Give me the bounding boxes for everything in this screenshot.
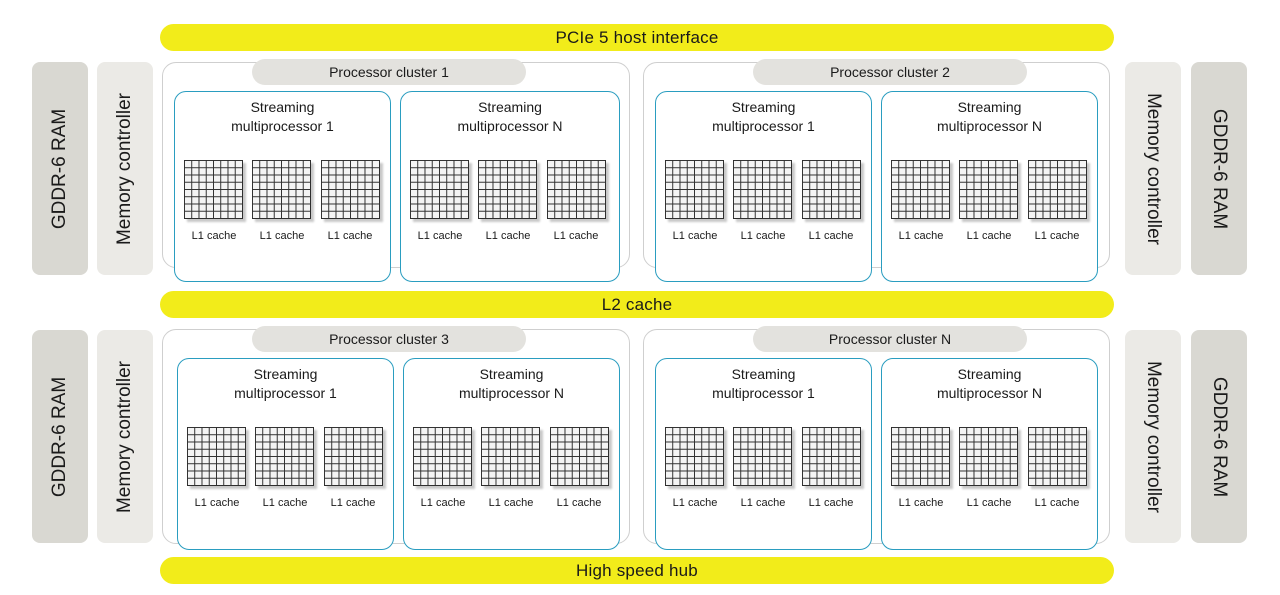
l1-cache-label: L1 cache xyxy=(1034,230,1080,242)
l1-cache-grid xyxy=(255,427,314,486)
cluster-title: Processor cluster 1 xyxy=(252,59,526,85)
l1-cache-label: L1 cache xyxy=(330,497,376,509)
l1-cache-grid xyxy=(802,160,861,219)
memory-controller-label: Memory controller xyxy=(1143,360,1165,513)
cluster-title: Processor cluster 2 xyxy=(753,59,1027,85)
l1-cache-label: L1 cache xyxy=(194,497,240,509)
pcie-host-interface-bus: PCIe 5 host interface xyxy=(160,24,1114,51)
sm-title: Streaming multiprocessor N xyxy=(936,99,1043,134)
memory-controller-bottom-right: Memory controller xyxy=(1125,330,1181,543)
l1-cache-grid xyxy=(959,160,1018,219)
memory-controller-label: Memory controller xyxy=(1143,92,1165,245)
gddr6-ram-top-right: GDDR-6 RAM xyxy=(1191,62,1247,275)
streaming-multiprocessor: Streaming multiprocessor 1 L1 cache L1 c… xyxy=(177,358,394,550)
l1-cache-grid xyxy=(184,160,243,219)
gddr6-ram-top-left: GDDR-6 RAM xyxy=(32,62,88,275)
l1-cache-grid xyxy=(252,160,311,219)
l1-cache-grid xyxy=(547,160,606,219)
l1-cache-grid xyxy=(413,427,472,486)
streaming-multiprocessor: Streaming multiprocessor N L1 cache L1 c… xyxy=(881,91,1098,282)
high-speed-hub-bus: High speed hub xyxy=(160,557,1114,584)
sm-title: Streaming multiprocessor N xyxy=(458,366,565,401)
l1-cache-label: L1 cache xyxy=(553,230,599,242)
gddr6-ram-label: GDDR-6 RAM xyxy=(1209,376,1230,497)
l1-cache-grid xyxy=(891,160,950,219)
streaming-multiprocessor: Streaming multiprocessor 1 L1 cache L1 c… xyxy=(655,358,872,550)
l1-cache-label: L1 cache xyxy=(191,230,237,242)
l1-cache-label: L1 cache xyxy=(262,497,308,509)
sm-title: Streaming multiprocessor 1 xyxy=(712,366,815,401)
memory-controller-top-right: Memory controller xyxy=(1125,62,1181,275)
memory-controller-label: Memory controller xyxy=(114,360,136,513)
sm-title: Streaming multiprocessor 1 xyxy=(712,99,815,134)
sm-title: Streaming multiprocessor 1 xyxy=(231,99,334,134)
l1-cache-grid xyxy=(891,427,950,486)
l1-cache-label: L1 cache xyxy=(898,230,944,242)
l1-cache-label: L1 cache xyxy=(485,230,531,242)
memory-controller-top-left: Memory controller xyxy=(97,62,153,275)
gddr6-ram-label: GDDR-6 RAM xyxy=(49,376,70,497)
l1-cache-grid xyxy=(959,427,1018,486)
streaming-multiprocessor: Streaming multiprocessor 1 L1 cache L1 c… xyxy=(174,91,391,282)
l1-cache-label: L1 cache xyxy=(672,497,718,509)
l1-cache-label: L1 cache xyxy=(966,497,1012,509)
l1-cache-grid xyxy=(481,427,540,486)
l2-cache-bus: L2 cache xyxy=(160,291,1114,318)
l1-cache-label: L1 cache xyxy=(488,497,534,509)
memory-controller-label: Memory controller xyxy=(114,92,136,245)
sm-title: Streaming multiprocessor N xyxy=(936,366,1043,401)
streaming-multiprocessor: Streaming multiprocessor N L1 cache L1 c… xyxy=(403,358,620,550)
l1-cache-label: L1 cache xyxy=(259,230,305,242)
l1-cache-label: L1 cache xyxy=(1034,497,1080,509)
l1-cache-label: L1 cache xyxy=(898,497,944,509)
l1-cache-grid xyxy=(733,427,792,486)
cluster-title: Processor cluster N xyxy=(753,326,1027,352)
l1-cache-grid xyxy=(665,427,724,486)
l1-cache-label: L1 cache xyxy=(740,497,786,509)
l1-cache-grid xyxy=(478,160,537,219)
l1-cache-label: L1 cache xyxy=(672,230,718,242)
l1-cache-label: L1 cache xyxy=(808,497,854,509)
cluster-title: Processor cluster 3 xyxy=(252,326,526,352)
l1-cache-grid xyxy=(321,160,380,219)
sm-title: Streaming multiprocessor 1 xyxy=(234,366,337,401)
memory-controller-bottom-left: Memory controller xyxy=(97,330,153,543)
l1-cache-grid xyxy=(1028,427,1087,486)
l1-cache-label: L1 cache xyxy=(327,230,373,242)
l1-cache-grid xyxy=(410,160,469,219)
l1-cache-label: L1 cache xyxy=(740,230,786,242)
sm-title: Streaming multiprocessor N xyxy=(457,99,563,134)
gddr6-ram-label: GDDR-6 RAM xyxy=(1209,108,1230,229)
l1-cache-label: L1 cache xyxy=(417,230,463,242)
streaming-multiprocessor: Streaming multiprocessor N L1 cache L1 c… xyxy=(400,91,620,282)
gddr6-ram-bottom-right: GDDR-6 RAM xyxy=(1191,330,1247,543)
l1-cache-label: L1 cache xyxy=(420,497,466,509)
streaming-multiprocessor: Streaming multiprocessor N L1 cache L1 c… xyxy=(881,358,1098,550)
l1-cache-grid xyxy=(733,160,792,219)
l1-cache-grid xyxy=(1028,160,1087,219)
l1-cache-label: L1 cache xyxy=(966,230,1012,242)
l1-cache-label: L1 cache xyxy=(556,497,602,509)
l1-cache-grid xyxy=(187,427,246,486)
l1-cache-grid xyxy=(550,427,609,486)
gddr6-ram-label: GDDR-6 RAM xyxy=(49,108,70,229)
l1-cache-grid xyxy=(802,427,861,486)
gddr6-ram-bottom-left: GDDR-6 RAM xyxy=(32,330,88,543)
l1-cache-grid xyxy=(665,160,724,219)
streaming-multiprocessor: Streaming multiprocessor 1 L1 cache L1 c… xyxy=(655,91,872,282)
l1-cache-grid xyxy=(324,427,383,486)
l1-cache-label: L1 cache xyxy=(808,230,854,242)
